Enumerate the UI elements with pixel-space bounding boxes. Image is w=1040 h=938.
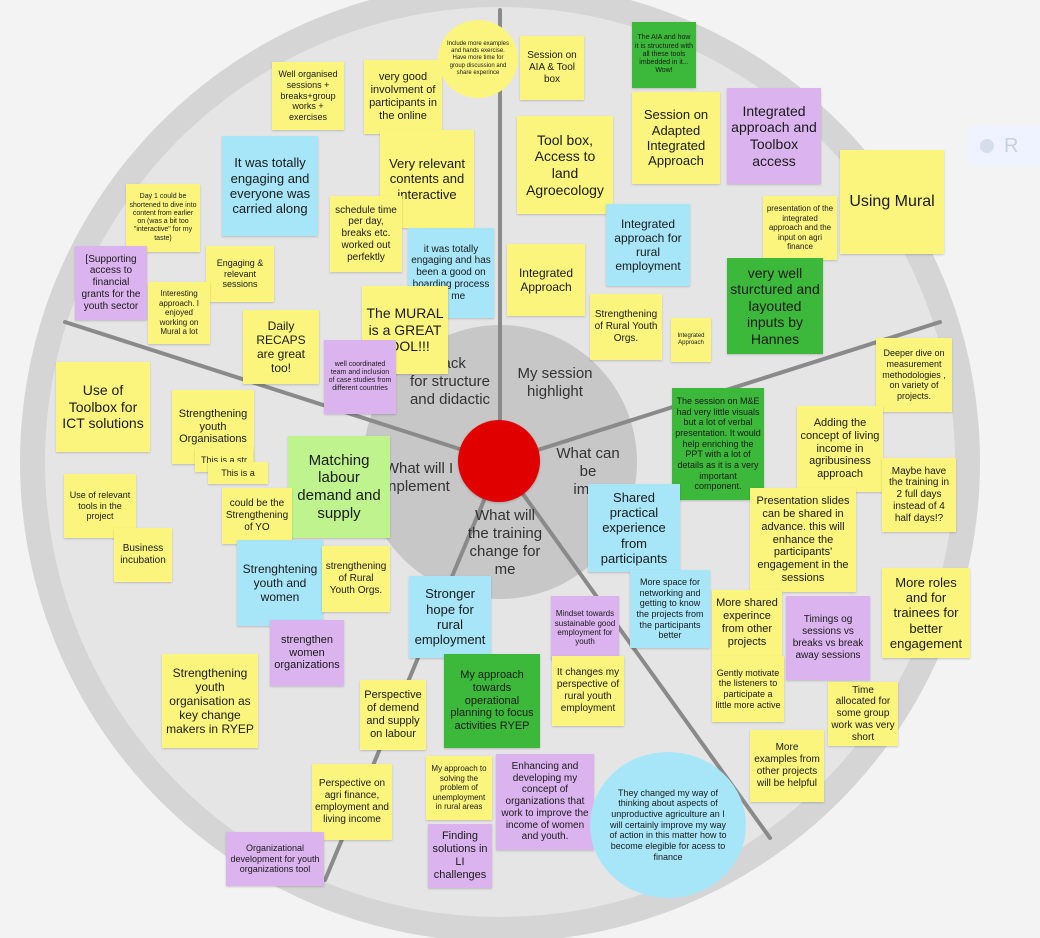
sticky-note-circle[interactable]: Include more examples and hands exercise… (438, 20, 518, 98)
sticky-note[interactable]: More roles and for trainees for better e… (882, 568, 970, 658)
side-panel-chip[interactable]: R (968, 126, 1040, 166)
sticky-note[interactable]: More shared experince from other project… (712, 590, 782, 656)
center-red-dot (458, 420, 540, 502)
sticky-note[interactable]: Deeper dive on measurement methodologies… (876, 338, 952, 412)
sticky-note[interactable]: Finding solutions in LI challenges (428, 824, 492, 888)
sticky-note[interactable]: Perspective of demend and supply on labo… (360, 680, 426, 750)
sticky-note[interactable]: The AIA and how it is structured with al… (632, 22, 696, 88)
sticky-note[interactable]: Time allocated for some group work was v… (828, 682, 898, 746)
sticky-note[interactable]: Matching labour demand and supply (288, 436, 390, 538)
sticky-note[interactable]: Presentation slides can be shared in adv… (750, 488, 856, 592)
sticky-note[interactable]: Strengthening youth organisation as key … (162, 654, 258, 748)
sticky-note[interactable]: Strenghtening youth and women (237, 540, 323, 626)
sticky-note[interactable]: The MURAL is a GREAT TOOL!!! (362, 286, 448, 374)
sticky-note[interactable]: very good involvment of participants in … (364, 60, 442, 134)
sticky-note[interactable]: very well sturctured and layouted inputs… (727, 258, 823, 354)
sticky-note[interactable]: Timings og sessions vs breaks vs break a… (786, 596, 870, 680)
sticky-note[interactable]: Integrated approach for rural employment (606, 204, 690, 286)
side-panel-label: R (1004, 134, 1019, 157)
sticky-note[interactable]: Well organised sessions + breaks+group w… (272, 62, 344, 130)
sticky-note[interactable]: It was totally engaging and everyone was… (222, 136, 318, 236)
sticky-note[interactable]: More examples from other projects will b… (750, 730, 824, 802)
sticky-note[interactable]: Mindset towards sustainable good employm… (551, 596, 619, 660)
sticky-note[interactable]: More space for networking and getting to… (630, 570, 710, 648)
sticky-note[interactable]: Day 1 could be shortened to dive into co… (126, 184, 200, 252)
sticky-note[interactable]: It changes my perspective of rural youth… (552, 656, 624, 726)
sticky-note[interactable]: This is a (208, 462, 268, 484)
sticky-note[interactable]: Gently motivate the listeners to partici… (712, 656, 784, 722)
sticky-note[interactable]: strengthening of Rural Youth Orgs. (322, 546, 390, 612)
sticky-note[interactable]: schedule time per day, breaks etc. worke… (330, 196, 402, 272)
sticky-note[interactable]: Perspective on agri finance, employment … (312, 764, 392, 840)
sticky-note[interactable]: strengthen women organizations (270, 620, 344, 686)
sticky-note[interactable]: Use of Toolbox for ICT solutions (56, 362, 150, 452)
sticky-note[interactable]: Organizational development for youth org… (226, 832, 324, 886)
sticky-note[interactable]: My approach towards operational planning… (444, 654, 540, 748)
sticky-note[interactable]: Integrated Approach (671, 318, 711, 362)
sticky-note[interactable]: [Supporting access to financial grants f… (75, 246, 147, 320)
sticky-note[interactable]: The session on M&E had very little visua… (672, 388, 764, 500)
sticky-note[interactable]: Session on AIA & Tool box (520, 36, 584, 100)
sticky-note[interactable]: Using Mural (840, 150, 944, 254)
sticky-note[interactable]: Business incubation (114, 528, 172, 582)
sticky-note[interactable]: Interesting approach. I enjoyed working … (148, 282, 210, 344)
sticky-note[interactable]: Tool box, Access to land Agroecology (517, 116, 613, 214)
sticky-note[interactable]: Daily RECAPS are great too! (243, 310, 319, 384)
sticky-note[interactable]: Use of relevant tools in the project (64, 474, 136, 538)
section-label-implement: What will I nplement (384, 460, 454, 495)
sticky-note-circle[interactable]: They changed my way of thinking about as… (590, 752, 746, 898)
sticky-note[interactable]: My approach to solving the problem of un… (426, 756, 492, 820)
sticky-note[interactable]: Integrated approach and Toolbox access (727, 88, 821, 184)
sticky-note[interactable]: Engaging & relevant sessions (206, 246, 274, 302)
sticky-note[interactable]: Integrated Approach (507, 244, 585, 316)
sticky-note[interactable]: Maybe have the training in 2 full days i… (882, 458, 956, 532)
sticky-note[interactable]: Session on Adapted Integrated Approach (632, 92, 720, 184)
sticky-note[interactable]: Shared practical experience from partici… (588, 484, 680, 572)
sticky-note[interactable]: Adding the concept of living income in a… (797, 406, 883, 492)
sticky-note[interactable]: Strengthening of Rural Youth Orgs. (590, 294, 662, 360)
sticky-note[interactable]: well coordinated team and inclusion of c… (324, 340, 396, 414)
sticky-note[interactable]: Very relevant contents and interactive (380, 130, 474, 228)
section-label-change: What will the training change for me (467, 507, 543, 578)
sticky-note[interactable]: could be the Strengthening of YO (222, 488, 292, 544)
section-label-highlight: My session highlight (517, 365, 593, 400)
sticky-note[interactable]: presentation of the integrated approach … (763, 196, 837, 260)
record-icon (980, 139, 994, 153)
sticky-note[interactable]: Enhancing and developing my concept of o… (496, 754, 594, 850)
sticky-note[interactable]: Stronger hope for rural employment (409, 576, 491, 658)
